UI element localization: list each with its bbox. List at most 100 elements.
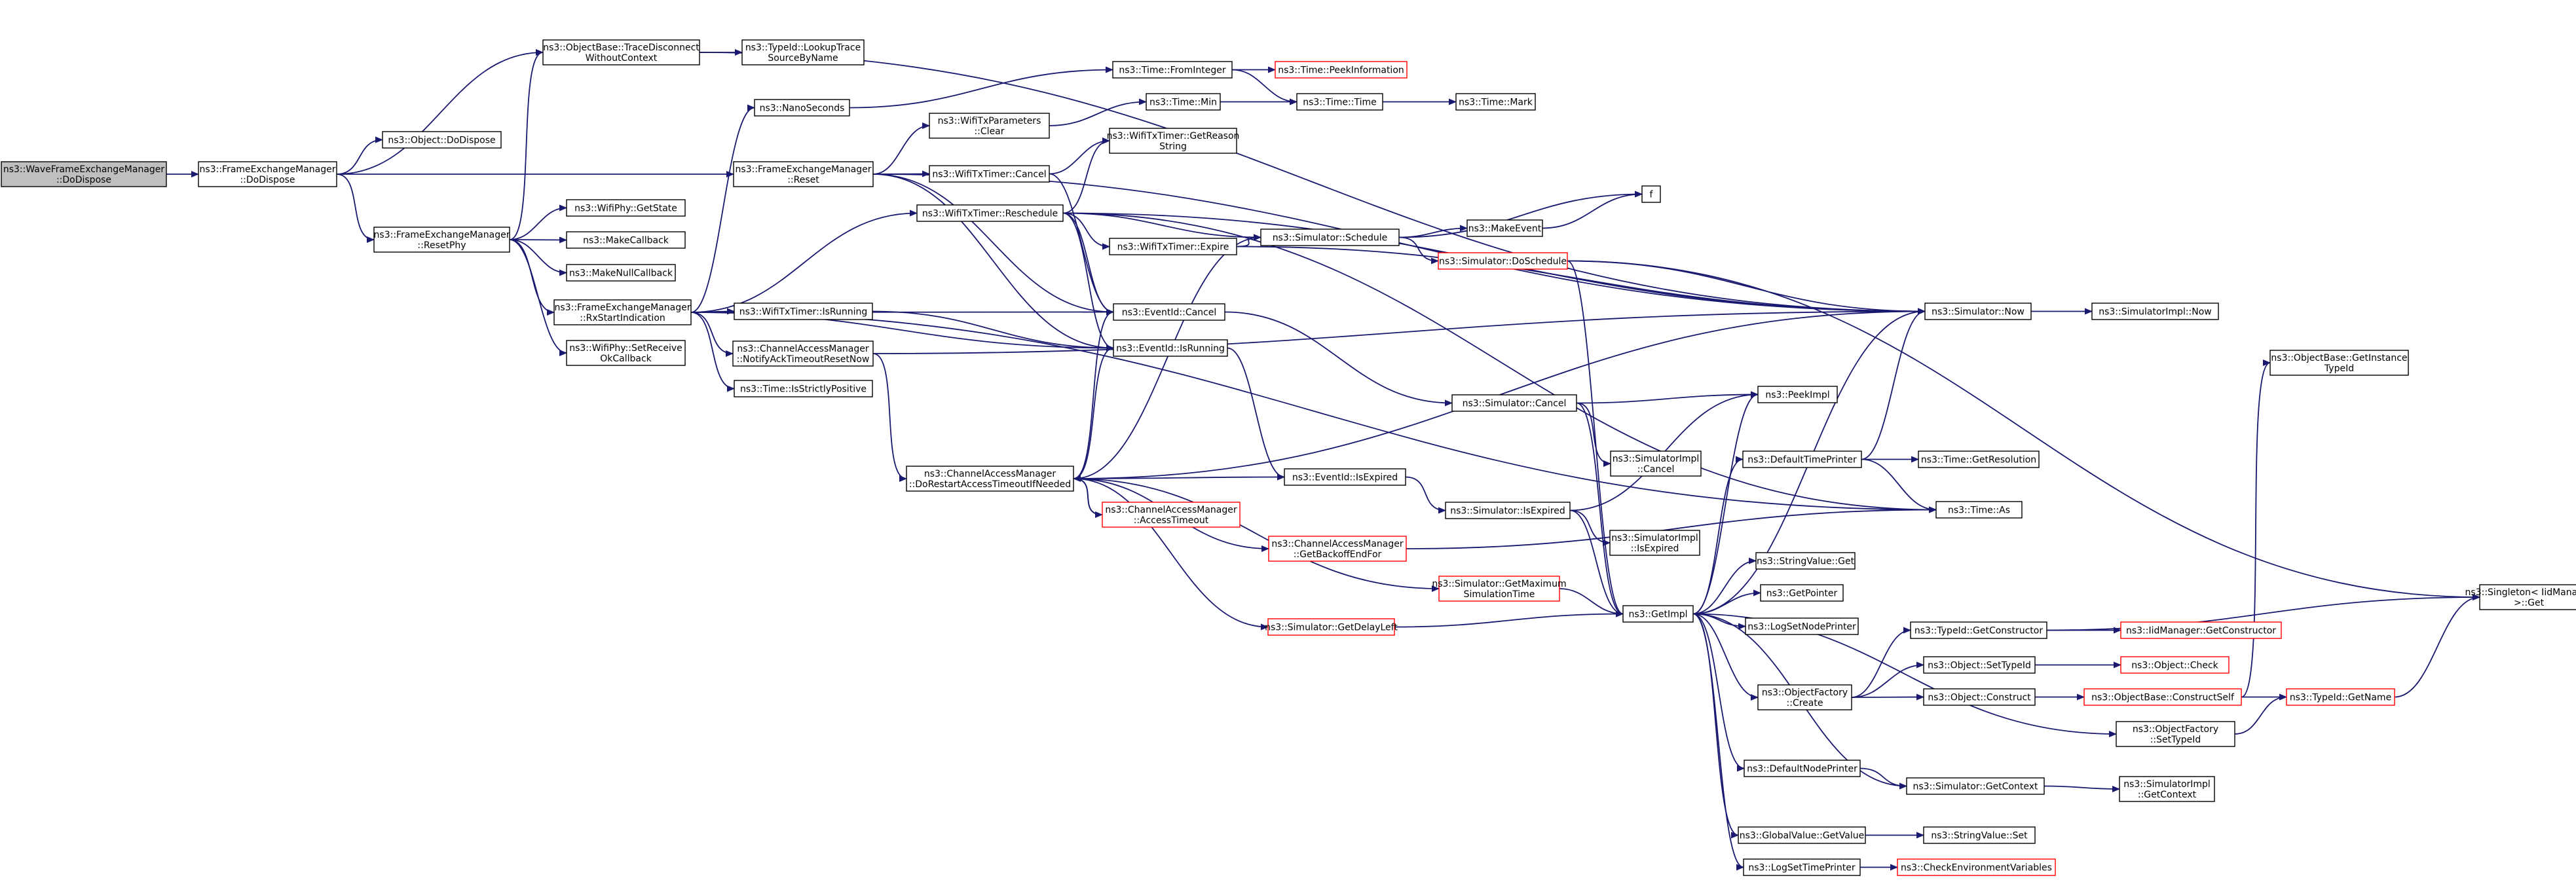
node-time-peekinfo[interactable]: ns3::Time::PeekInformation — [1275, 61, 1408, 79]
node-wifitxtimer-cancel[interactable]: ns3::WifiTxTimer::Cancel — [929, 165, 1050, 183]
node-root[interactable]: ns3::WaveFrameExchangeManager::DoDispose — [1, 161, 167, 187]
node-box — [1924, 303, 2032, 320]
node-label-line: ns3::MakeNullCallback — [569, 268, 673, 279]
node-object-dodispose[interactable]: ns3::Object::DoDispose — [382, 131, 502, 149]
node-object-construct[interactable]: ns3::Object::Construct — [1923, 688, 2036, 706]
node-makenullcallback[interactable]: ns3::MakeNullCallback — [566, 264, 676, 282]
node-cam-dorestart[interactable]: ns3::ChannelAccessManager::DoRestartAcce… — [906, 466, 1074, 492]
node-label-line: ns3::GlobalValue::GetValue — [1740, 831, 1864, 841]
node-wifitxparams-clear[interactable]: ns3::WifiTxParameters::Clear — [929, 113, 1050, 139]
node-globalvalue-getvalue[interactable]: ns3::GlobalValue::GetValue — [1738, 826, 1866, 844]
node-label-line: ::ResetPhy — [417, 240, 466, 251]
node-stringvalue-get[interactable]: ns3::StringValue::Get — [1755, 552, 1856, 570]
node-time-min[interactable]: ns3::Time::Min — [1146, 93, 1221, 111]
node-eventid-isexpired[interactable]: ns3::EventId::IsExpired — [1284, 468, 1406, 486]
node-simimpl-getcontext[interactable]: ns3::SimulatorImpl::GetContext — [2119, 776, 2215, 802]
node-objbase-constructself[interactable]: ns3::ObjectBase::ConstructSelf — [2083, 688, 2242, 706]
node-stringvalue-set[interactable]: ns3::StringValue::Set — [1923, 826, 2036, 844]
node-cam-getbackoff[interactable]: ns3::ChannelAccessManager::GetBackoffEnd… — [1268, 536, 1407, 562]
edge-makeevent-to-f — [1542, 191, 1643, 229]
edge-eventid_isrunning-to-eventid_isexpired — [1227, 347, 1285, 481]
node-cam-accesstimeout[interactable]: ns3::ChannelAccessManager::AccessTimeout — [1102, 502, 1241, 528]
node-getimpl[interactable]: ns3::GetImpl — [1622, 605, 1694, 623]
node-sim-now[interactable]: ns3::Simulator::Now — [1924, 303, 2032, 320]
node-label-line: ns3::LogSetTimePrinter — [1748, 863, 1856, 873]
node-defaulttimeprinter[interactable]: ns3::DefaultTimePrinter — [1742, 450, 1862, 468]
node-time-as[interactable]: ns3::Time::As — [1935, 501, 2023, 519]
node-time-frominteger[interactable]: ns3::Time::FromInteger — [1112, 61, 1233, 79]
edge-getimpl-to-globalvalue_getvalue — [1692, 613, 1739, 839]
node-label-line: ns3::Simulator::GetContext — [1913, 782, 2038, 792]
node-label-line: ns3::Time::Min — [1149, 98, 1217, 108]
edge-getimpl-to-objfactory_create — [1692, 613, 1759, 701]
node-wifitxtimer-expire[interactable]: ns3::WifiTxTimer::Expire — [1109, 238, 1237, 255]
node-time-getresolution[interactable]: ns3::Time::GetResolution — [1918, 450, 2040, 468]
edge-fem_dodispose-to-fem_resetphy — [336, 174, 375, 243]
node-time-mark[interactable]: ns3::Time::Mark — [1455, 93, 1536, 111]
node-object-settypeid[interactable]: ns3::Object::SetTypeId — [1923, 656, 2036, 674]
node-sim-getdelayleft[interactable]: ns3::Simulator::GetDelayLeft — [1265, 618, 1398, 636]
node-box — [1610, 450, 1702, 477]
edge-wifitxtimer_cancel-to-wifitxtimer_getreason — [1049, 138, 1110, 175]
node-box — [2286, 688, 2395, 706]
node-objfactory-create[interactable]: ns3::ObjectFactory::Create — [1757, 684, 1852, 710]
node-makeevent[interactable]: ns3::MakeEvent — [1466, 219, 1543, 237]
node-eventid-cancel[interactable]: ns3::EventId::Cancel — [1113, 303, 1225, 321]
node-time-time[interactable]: ns3::Time::Time — [1296, 93, 1383, 111]
node-label-line: ::Clear — [974, 126, 1004, 137]
node-defaultnodeprinter[interactable]: ns3::DefaultNodePrinter — [1744, 760, 1861, 777]
edge-cam_dorestart-to-sim_getmaxsimtime — [1073, 478, 1440, 592]
node-sim-cancel[interactable]: ns3::Simulator::Cancel — [1451, 394, 1577, 412]
edge-fem_rxstart-to-wifitxtimer_resched — [690, 210, 918, 313]
node-box — [1745, 617, 1859, 635]
node-peekimpl[interactable]: ns3::PeekImpl — [1757, 386, 1838, 403]
node-fem-rxstart[interactable]: ns3::FrameExchangeManager::RxStartIndica… — [553, 299, 692, 325]
node-label-line: SimulationTime — [1464, 589, 1535, 600]
node-fem-dodispose[interactable]: ns3::FrameExchangeManager::DoDispose — [198, 161, 337, 187]
edge-cam_getbackoff-to-time_as — [1406, 506, 1937, 549]
node-wifiphy-getstate[interactable]: ns3::WifiPhy::GetState — [566, 199, 686, 217]
node-idmanager-getconstructor[interactable]: ns3::IidManager::GetConstructor — [2120, 621, 2282, 639]
node-typeid-getconstructor[interactable]: ns3::TypeId::GetConstructor — [1910, 621, 2047, 639]
node-object-check[interactable]: ns3::Object::Check — [2120, 656, 2230, 674]
node-singleton-get[interactable]: ns3::Singleton< IidManager>::Get — [2465, 584, 2576, 610]
node-logsettimeprinter[interactable]: ns3::LogSetTimePrinter — [1743, 858, 1861, 876]
node-logsetnodeprinter[interactable]: ns3::LogSetNodePrinter — [1745, 617, 1859, 635]
node-label-line: ::AccessTimeout — [1134, 515, 1209, 526]
node-cam-notifyack[interactable]: ns3::ChannelAccessManager::NotifyAckTime… — [732, 340, 874, 367]
node-wifitxtimer-isrunning[interactable]: ns3::WifiTxTimer::IsRunning — [734, 303, 873, 320]
node-time-isstrictpos[interactable]: ns3::Time::IsStrictlyPositive — [734, 380, 873, 397]
node-wifitxtimer-resched[interactable]: ns3::WifiTxTimer::Reschedule — [916, 204, 1064, 222]
node-simimpl-now[interactable]: ns3::SimulatorImpl::Now — [2091, 303, 2219, 320]
node-typeid-getname[interactable]: ns3::TypeId::GetName — [2286, 688, 2395, 706]
node-sim-getcontext[interactable]: ns3::Simulator::GetContext — [1906, 777, 2045, 795]
node-nanoseconds[interactable]: ns3::NanoSeconds — [754, 99, 850, 117]
edge-fem_reset-to-wifitxparams_clear — [872, 122, 930, 175]
node-eventid-isrunning[interactable]: ns3::EventId::IsRunning — [1113, 339, 1228, 357]
node-makecallback[interactable]: ns3::MakeCallback — [566, 231, 686, 249]
node-label-line: ns3::ObjectFactory — [1762, 688, 1848, 698]
node-simimpl-cancel[interactable]: ns3::SimulatorImpl::Cancel — [1610, 450, 1702, 477]
node-label-line: ns3::StringValue::Set — [1931, 831, 2028, 841]
node-box — [741, 39, 865, 65]
node-fem-reset[interactable]: ns3::FrameExchangeManager::Reset — [733, 161, 874, 187]
node-sim-schedule[interactable]: ns3::Simulator::Schedule — [1260, 229, 1400, 246]
node-sim-doschedule[interactable]: ns3::Simulator::DoSchedule — [1438, 252, 1568, 270]
node-f[interactable]: f — [1641, 185, 1661, 203]
node-objbase-tracedisc[interactable]: ns3::ObjectBase::TraceDisconnectWithoutC… — [542, 39, 700, 65]
node-getpointer[interactable]: ns3::GetPointer — [1760, 584, 1844, 602]
edge-wifitxtimer_isrunning-to-eventid_isrunning — [872, 310, 1114, 352]
node-checkenvvars[interactable]: ns3::CheckEnvironmentVariables — [1897, 858, 2056, 876]
node-simimpl-isexpired[interactable]: ns3::SimulatorImpl::IsExpired — [1609, 530, 1700, 556]
node-sim-isexpired[interactable]: ns3::Simulator::IsExpired — [1445, 502, 1571, 519]
node-box — [1923, 688, 2036, 706]
node-fem-resetphy[interactable]: ns3::FrameExchangeManager::ResetPhy — [373, 227, 510, 253]
node-label-line: ns3::NanoSeconds — [760, 103, 845, 114]
node-label-line: ns3::ChannelAccessManager — [1105, 505, 1237, 515]
node-objfactory-settypeid[interactable]: ns3::ObjectFactory::SetTypeId — [2116, 721, 2235, 747]
